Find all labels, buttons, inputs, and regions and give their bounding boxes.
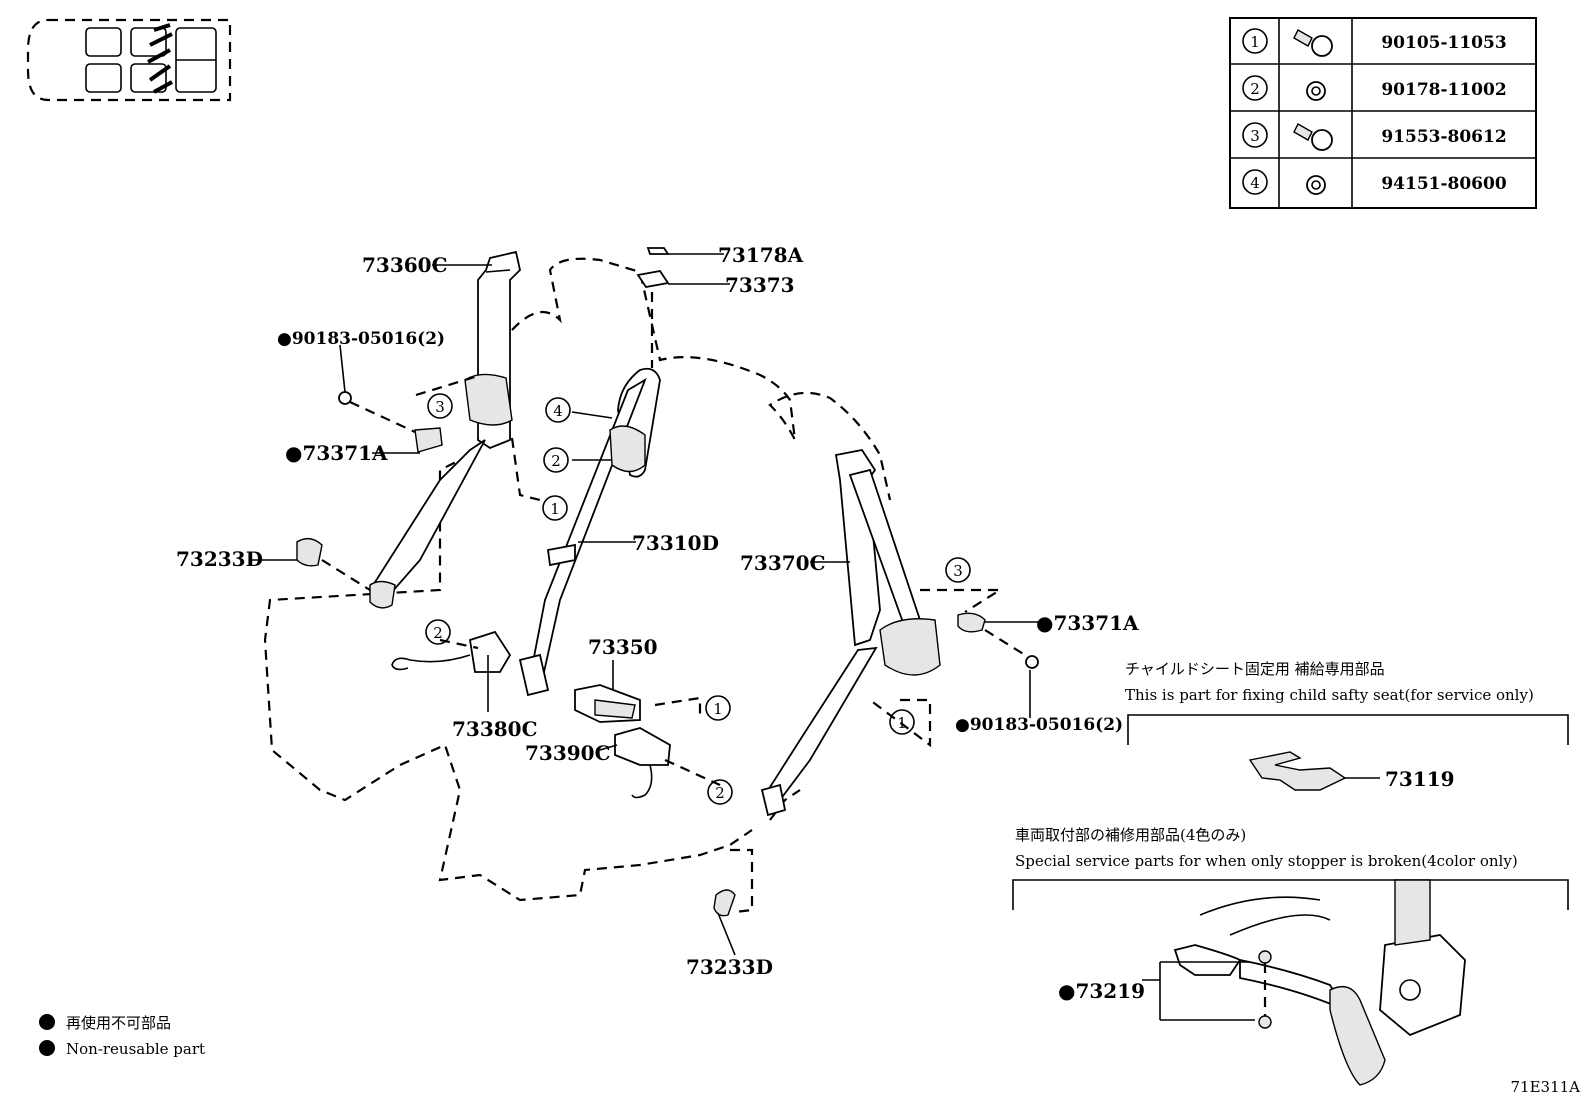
svg-text:2: 2	[433, 624, 443, 642]
label-73373: 73373	[725, 273, 795, 297]
label-73233D-left: 73233D	[176, 547, 263, 571]
left-outer-belt	[296, 250, 521, 609]
fastener-row-3: 3 91553-80612	[1242, 122, 1507, 151]
nut-icon	[1306, 81, 1326, 101]
stopper-note-jp: 車両取付部の補修用部品(4色のみ)	[1015, 826, 1246, 844]
label-73233D-bottom: 73233D	[686, 955, 773, 979]
label-73360C: 73360C	[362, 253, 448, 277]
fastener-leaders	[321, 292, 1026, 914]
bolt-washer-icon	[1293, 123, 1333, 151]
fastener-table: 1 90105-11053 2 90178-11002 3 91553-8061	[1229, 17, 1537, 209]
fastener-ref-4: 4	[1250, 174, 1260, 192]
fastener-row-4: 4 94151-80600	[1242, 169, 1507, 195]
label-73178A: 73178A	[718, 243, 804, 267]
legend: 再使用不可部品 Non-reusable part	[39, 1014, 205, 1058]
stopper-note-en: Special service parts for when only stop…	[1015, 852, 1518, 870]
nut-icon	[1306, 175, 1326, 195]
non-reusable-bullet-icon	[39, 1014, 55, 1030]
label-73390C: 73390C	[525, 741, 611, 765]
label-73370C: 73370C	[740, 551, 826, 575]
fastener-row-2: 2 90178-11002	[1242, 75, 1507, 101]
label-73310D: 73310D	[632, 531, 719, 555]
ref-marker-3: 3	[945, 557, 971, 583]
svg-text:2: 2	[715, 784, 725, 802]
fastener-part-2: 90178-11002	[1381, 80, 1506, 100]
svg-text:4: 4	[553, 402, 563, 420]
label-73350: 73350	[588, 635, 658, 659]
rear-seat-outline	[263, 257, 892, 902]
legend-en: Non-reusable part	[66, 1040, 205, 1058]
svg-text:2: 2	[551, 452, 561, 470]
ref-marker-2: 2	[707, 779, 733, 805]
svg-text:1: 1	[897, 714, 907, 732]
svg-text:3: 3	[953, 562, 963, 580]
label-90183-05016-left: ●90183-05016(2)	[277, 329, 445, 349]
fastener-ref-2: 2	[1250, 80, 1260, 98]
ref-marker-2: 2	[543, 447, 569, 473]
label-73119: 73119	[1385, 767, 1455, 791]
svg-text:3: 3	[435, 398, 445, 416]
label-73380C: 73380C	[452, 717, 538, 741]
bolt-washer-icon	[1293, 29, 1333, 57]
ref-marker-1: 1	[889, 709, 915, 735]
label-leaders	[250, 253, 1380, 981]
fastener-part-1: 90105-11053	[1381, 33, 1506, 53]
right-outer-belt	[713, 449, 1039, 917]
ref-marker-1: 1	[542, 495, 568, 521]
svg-text:1: 1	[713, 700, 723, 718]
label-73219: ●73219	[1058, 979, 1145, 1003]
stopper-part-section: 車両取付部の補修用部品(4色のみ) Special service parts …	[1012, 826, 1569, 1086]
label-73371A-right: ●73371A	[1036, 611, 1139, 635]
ref-marker-3: 3	[427, 393, 453, 419]
circle-markers: 3 1 4 2 2 1 2 3	[425, 393, 971, 805]
fastener-row-1: 1 90105-11053	[1242, 28, 1507, 57]
ref-marker-4: 4	[545, 397, 571, 423]
fastener-ref-1: 1	[1250, 33, 1260, 51]
fastener-part-3: 91553-80612	[1381, 127, 1506, 147]
legend-jp: 再使用不可部品	[66, 1014, 171, 1032]
seat-locator-icon	[26, 18, 232, 102]
child-seat-note-en: This is part for fixing child safty seat…	[1125, 686, 1534, 704]
non-reusable-bullet-icon	[39, 1040, 55, 1056]
child-seat-part-section: チャイルドシート固定用 補給専用部品 This is part for fixi…	[1125, 660, 1569, 791]
center-buckles	[574, 684, 671, 799]
center-belt	[518, 247, 670, 697]
diagram-id: 71E311A	[1511, 1078, 1581, 1096]
ref-marker-2: 2	[425, 619, 451, 645]
label-90183-05016-right: ●90183-05016(2)	[955, 715, 1123, 735]
fastener-part-4: 94151-80600	[1381, 174, 1507, 194]
part-labels: 73360C 73178A 73373 ●90183-05016(2) ●733…	[176, 243, 1139, 979]
label-73371A-left: ●73371A	[285, 441, 388, 465]
child-seat-note-jp: チャイルドシート固定用 補給専用部品	[1125, 660, 1385, 678]
svg-text:1: 1	[550, 500, 560, 518]
left-buckle	[391, 630, 512, 673]
fastener-ref-3: 3	[1250, 127, 1260, 145]
ref-marker-1: 1	[705, 695, 731, 721]
